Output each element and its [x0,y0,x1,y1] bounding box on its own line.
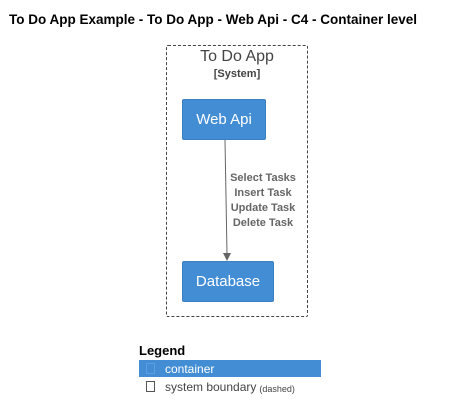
relationship-label-update: Update Task [230,202,296,214]
legend-label-container: container [165,361,215,376]
relationship-label-insert: Insert Task [234,187,292,199]
relationship-label-delete: Delete Task [232,217,294,229]
legend-item-boundary: system boundary (dashed) [139,378,295,395]
database-container[interactable]: Database [182,261,274,302]
web-api-label: Web Api [196,111,252,128]
legend-title: Legend [139,343,186,358]
legend-item-container: container [139,360,321,377]
diagram-title: To Do App Example - To Do App - Web Api … [9,12,418,27]
relationship-label-select: Select Tasks [230,172,296,184]
web-api-container[interactable]: Web Api [182,99,266,140]
container-swatch-icon [146,363,155,374]
boundary-type: [System] [213,68,261,80]
boundary-swatch-icon [146,381,155,392]
legend-note-dashed: (dashed) [259,383,295,394]
boundary-name: To Do App [200,48,274,65]
legend-label-boundary: system boundary [165,379,257,394]
database-label: Database [195,273,261,290]
system-boundary [166,45,308,317]
relationship-labels: Select Tasks Insert Task Update Task Del… [222,171,304,231]
